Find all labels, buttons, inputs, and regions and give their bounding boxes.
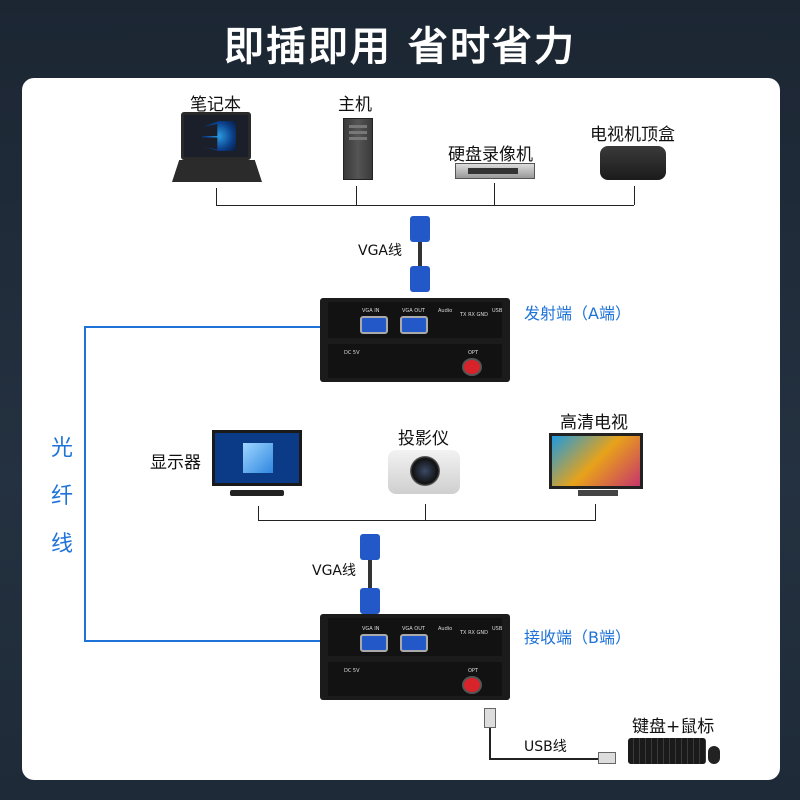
usb-plug-end-icon — [598, 752, 616, 764]
dvr-icon — [455, 163, 535, 179]
tx-vga-out-label: VGA OUT — [402, 308, 425, 314]
rx-dc-label: DC 5V — [344, 668, 360, 674]
host-label: 主机 — [338, 95, 372, 115]
rx-vga-in-label: VGA IN — [362, 626, 380, 632]
projector-label: 投影仪 — [398, 429, 449, 449]
receiver-label: 接收端（B端） — [524, 628, 631, 647]
usb-cable-vertical — [489, 728, 491, 760]
monitor-stand-icon — [230, 490, 284, 496]
stb-label: 电视机顶盒 — [590, 125, 675, 145]
rx-usb-label: USB — [492, 626, 503, 632]
mouse-icon — [708, 746, 720, 764]
vga-bottom-label: VGA线 — [312, 563, 357, 579]
middle-bus-line — [258, 520, 596, 521]
laptop-label: 笔记本 — [190, 95, 241, 115]
host-drop-line — [356, 186, 357, 205]
vga-top-label: VGA线 — [358, 243, 403, 259]
tx-opt-label: OPT — [468, 350, 479, 356]
laptop-icon — [181, 112, 251, 160]
fiber-line-bottom — [84, 640, 320, 642]
hdtv-label: 高清电视 — [560, 413, 628, 433]
transmitter-label: 发射端（A端） — [524, 304, 631, 323]
host-tower-icon — [343, 118, 373, 180]
tx-usb-label: USB — [492, 308, 503, 314]
kbmouse-label: 键盘+鼠标 — [632, 717, 715, 737]
fiber-line-vertical — [84, 326, 86, 642]
vga-cable-bottom-icon — [358, 528, 382, 614]
hdtv-icon — [549, 433, 643, 489]
dvr-label: 硬盘录像机 — [448, 145, 533, 165]
projector-drop-line — [425, 504, 426, 520]
monitor-icon — [212, 430, 302, 486]
set-top-box-icon — [600, 146, 666, 180]
hdtv-stand-icon — [578, 490, 618, 496]
laptop-keyboard-icon — [172, 160, 262, 182]
rx-opt-label: OPT — [468, 668, 479, 674]
monitor-label: 显示器 — [150, 453, 201, 473]
tx-audio-label: Audio — [438, 308, 453, 314]
usb-label: USB线 — [524, 739, 567, 755]
tx-dc-label: DC 5V — [344, 350, 360, 356]
stb-drop-line — [634, 186, 635, 205]
monitor-drop-line — [258, 506, 259, 520]
laptop-drop-line — [216, 188, 217, 205]
top-bus-line — [216, 205, 634, 206]
keyboard-icon — [628, 738, 706, 764]
usb-plug-top-icon — [484, 708, 496, 728]
receiver-box: VGA IN VGA OUT Audio TX RX GND USB DC 5V… — [320, 614, 510, 700]
fiber-line-top — [84, 326, 320, 328]
dvr-drop-line — [494, 183, 495, 205]
tx-vga-in-label: VGA IN — [362, 308, 380, 314]
tx-txrx-label: TX RX GND — [460, 312, 489, 318]
projector-icon — [388, 450, 460, 494]
rx-audio-label: Audio — [438, 626, 453, 632]
rx-txrx-label: TX RX GND — [460, 630, 489, 636]
page-title: 即插即用 省时省力 — [224, 24, 576, 70]
fiber-label: 光 纤 线 — [50, 436, 73, 557]
transmitter-box: VGA IN VGA OUT Audio TX RX GND USB DC 5V… — [320, 298, 510, 382]
usb-cable-horizontal — [489, 758, 599, 760]
rx-vga-out-label: VGA OUT — [402, 626, 425, 632]
vga-cable-top-icon — [408, 212, 432, 292]
hdtv-drop-line — [595, 504, 596, 520]
